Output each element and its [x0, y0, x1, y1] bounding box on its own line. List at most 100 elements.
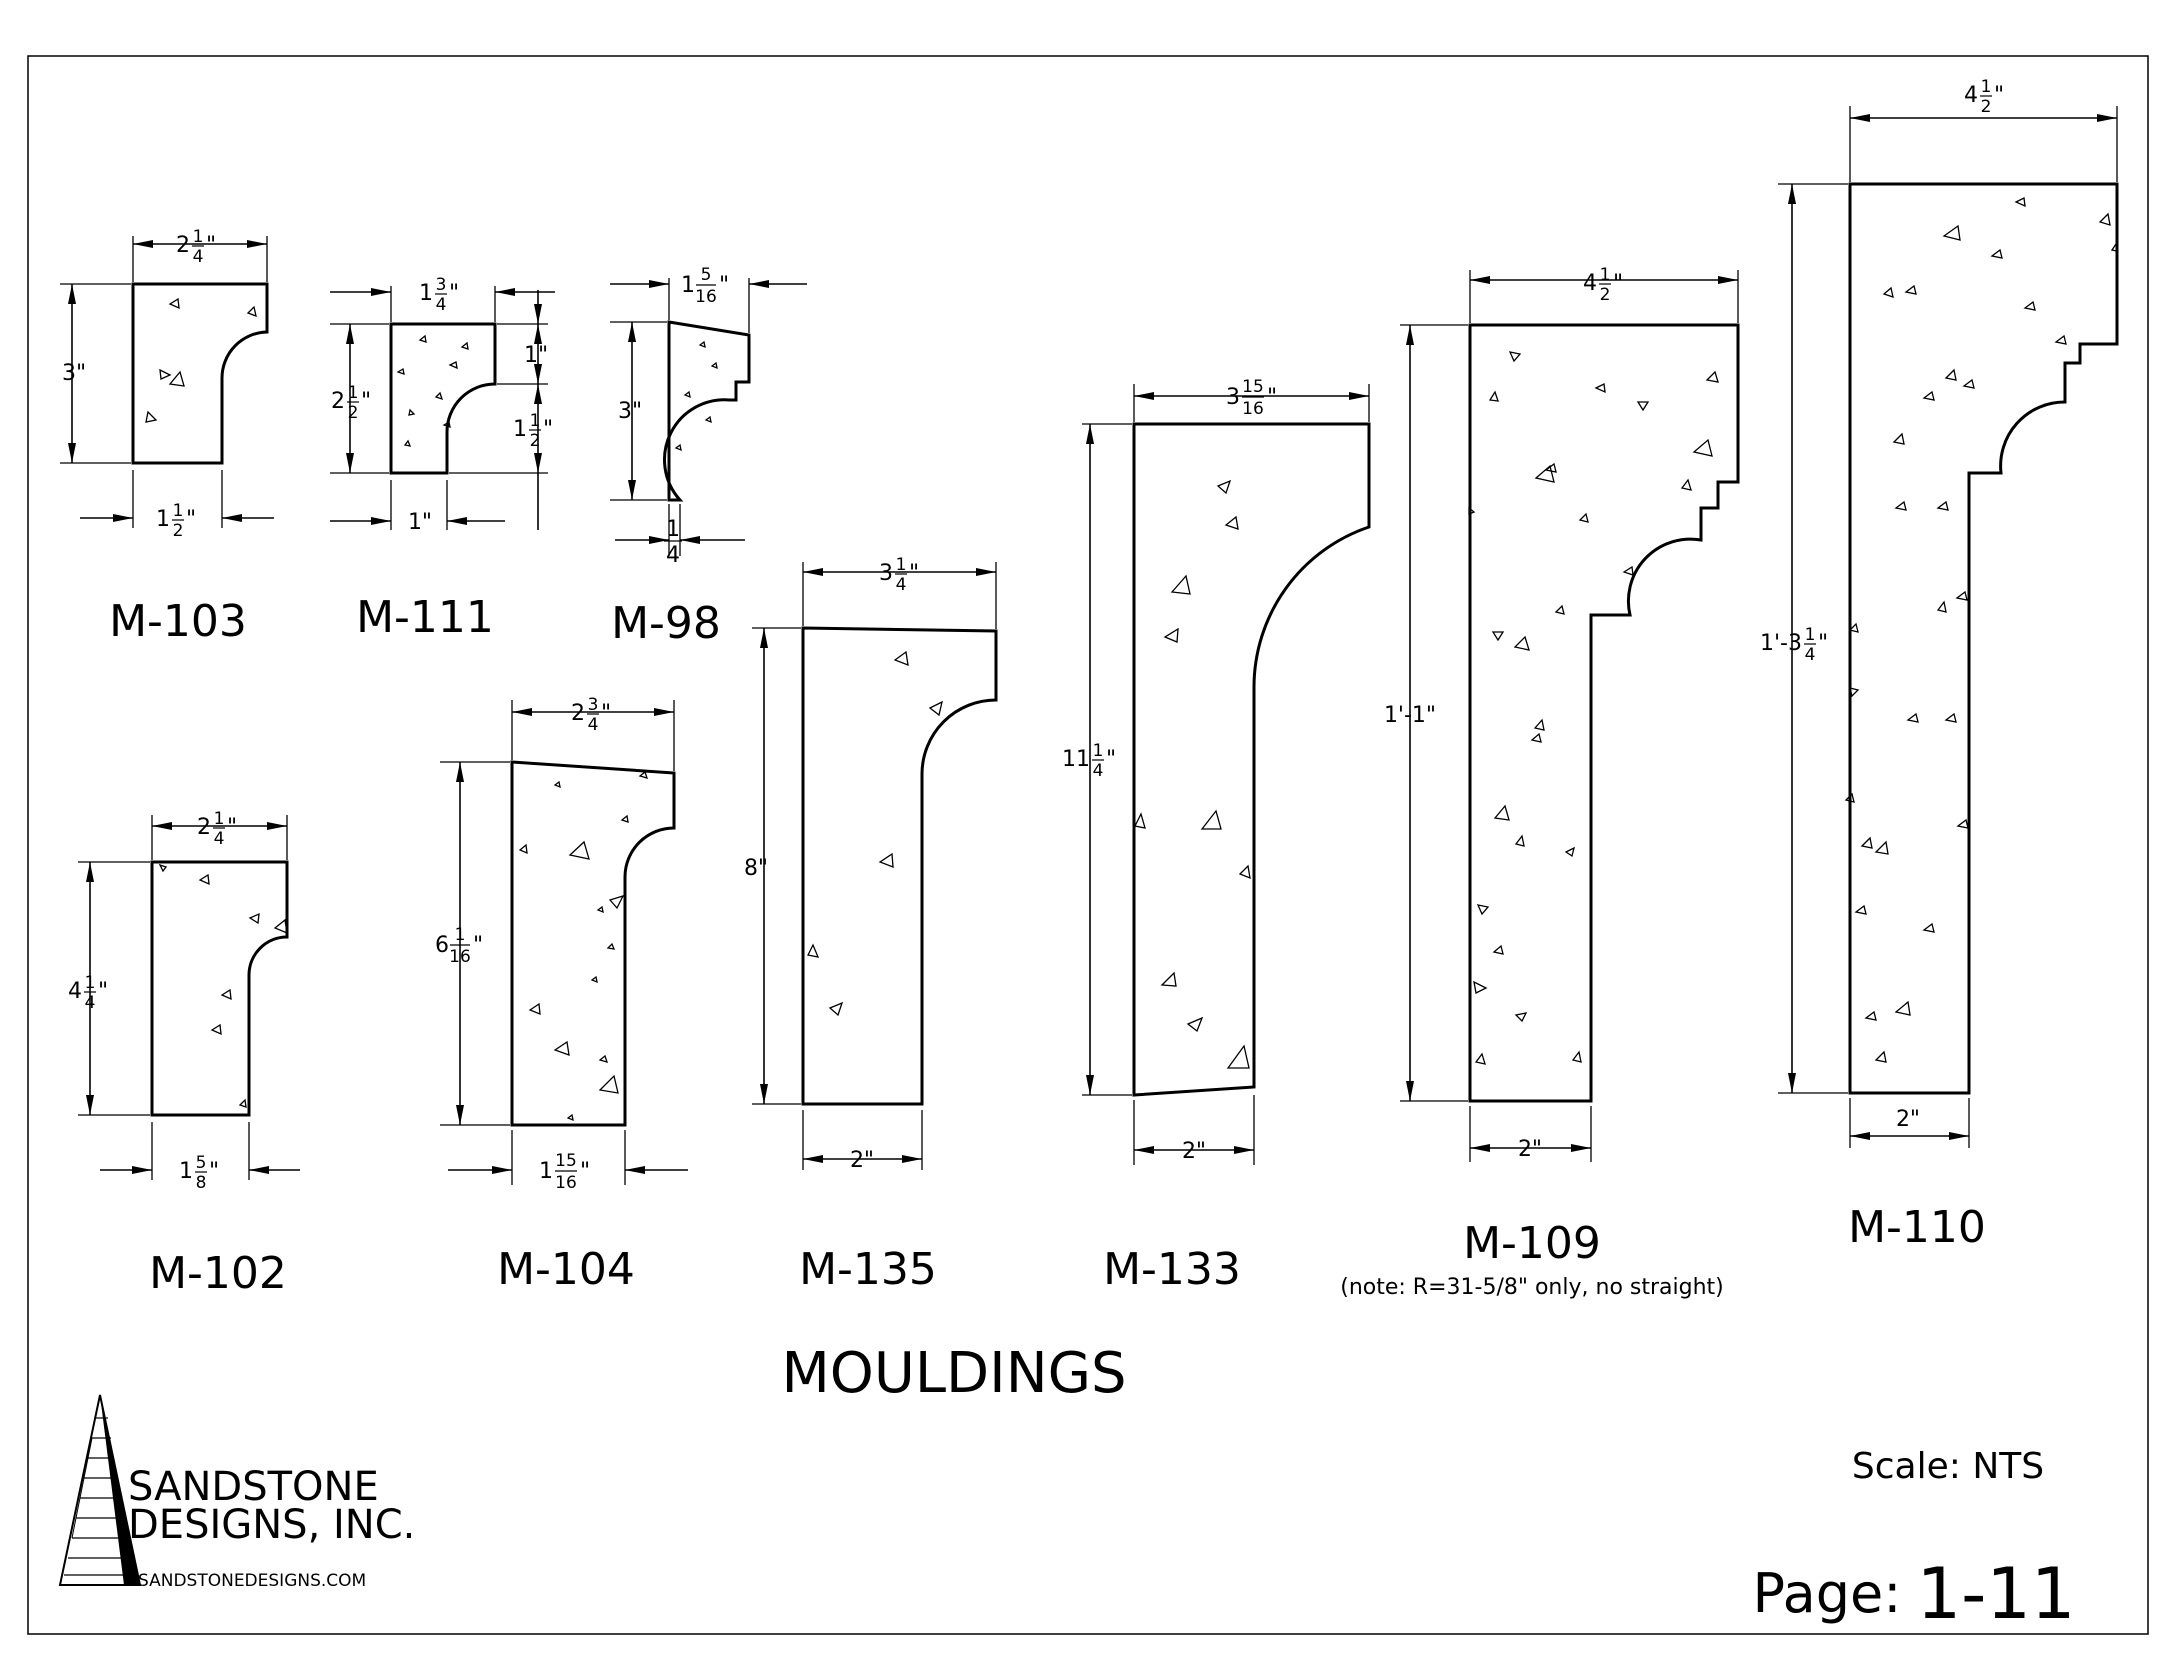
svg-text:1: 1 [530, 411, 541, 431]
svg-text:1: 1 [896, 555, 907, 575]
svg-text:5: 5 [701, 265, 712, 285]
svg-text:": " [719, 273, 729, 298]
company-website: SANDSTONEDESIGNS.COM [138, 1571, 366, 1591]
svg-text:11: 11 [1062, 747, 1090, 772]
svg-text:2: 2 [197, 815, 211, 840]
company-name-line2: DESIGNS, INC. [128, 1502, 415, 1548]
dim-m133-base: 2" [1182, 1139, 1206, 1164]
moulding-m111 [330, 286, 555, 530]
svg-text:": " [1818, 631, 1828, 656]
svg-text:2: 2 [348, 403, 359, 423]
svg-text:1: 1 [539, 1159, 553, 1184]
svg-text:1: 1 [348, 383, 359, 403]
svg-text:1: 1 [666, 517, 680, 542]
svg-text:4: 4 [193, 247, 204, 267]
svg-text:": " [909, 561, 919, 586]
dim-m109-height: 1'-1" [1384, 703, 1436, 728]
dim-m103-height: 3" [62, 361, 86, 386]
svg-text:8: 8 [196, 1173, 207, 1193]
svg-text:2: 2 [1981, 97, 1992, 117]
svg-text:1'-3: 1'-3 [1760, 631, 1802, 656]
svg-text:": " [209, 1159, 219, 1184]
svg-text:3: 3 [879, 561, 893, 586]
label-m104: M-104 [497, 1244, 635, 1295]
svg-text:3: 3 [588, 695, 599, 715]
svg-text:2: 2 [331, 389, 345, 414]
dim-m111-base: 1" [408, 510, 432, 535]
svg-text:1: 1 [1093, 741, 1104, 761]
scale-note: Scale: NTS [1852, 1446, 2044, 1487]
label-m110: M-110 [1848, 1202, 1986, 1253]
moulding-m133 [1082, 384, 1371, 1165]
svg-text:": " [473, 933, 483, 958]
svg-text:": " [449, 281, 459, 306]
svg-text:4: 4 [1093, 761, 1104, 781]
svg-text:4: 4 [85, 993, 96, 1013]
svg-text:1: 1 [85, 973, 96, 993]
page-label: Page: [1753, 1562, 1902, 1625]
label-m102: M-102 [149, 1248, 287, 1299]
svg-text:4: 4 [666, 543, 680, 568]
svg-text:16: 16 [555, 1173, 577, 1193]
company-name-line1: SANDSTONE [128, 1464, 379, 1510]
svg-text:": " [580, 1159, 590, 1184]
svg-text:2: 2 [571, 701, 585, 726]
svg-text:1: 1 [1600, 265, 1611, 285]
label-m135: M-135 [799, 1244, 937, 1295]
svg-text:4: 4 [214, 829, 225, 849]
page-number: 1-11 [1917, 1553, 2076, 1635]
svg-text:1: 1 [179, 1159, 193, 1184]
svg-text:1: 1 [1981, 77, 1992, 97]
moulding-m98 [610, 278, 807, 556]
sheet-title: MOULDINGS [781, 1341, 1126, 1406]
svg-text:": " [543, 417, 553, 442]
moulding-m104 [440, 700, 688, 1185]
svg-text:1: 1 [513, 417, 527, 442]
svg-text:1: 1 [1805, 625, 1816, 645]
svg-text:1: 1 [173, 501, 184, 521]
dim-m110-base: 2" [1896, 1107, 1920, 1132]
svg-text:4: 4 [68, 979, 82, 1004]
label-m109: M-109 [1463, 1218, 1601, 1269]
svg-text:15: 15 [1242, 377, 1264, 397]
dim-m135-height: 8" [744, 856, 768, 881]
svg-text:": " [98, 979, 108, 1004]
svg-text:1: 1 [156, 507, 170, 532]
dim-m109-base: 2" [1518, 1137, 1542, 1162]
svg-text:": " [1994, 83, 2004, 108]
note-m109: (note: R=31-5/8" only, no straight) [1340, 1275, 1724, 1300]
svg-text:16: 16 [449, 947, 471, 967]
label-m103: M-103 [109, 596, 247, 647]
svg-text:1: 1 [419, 281, 433, 306]
svg-text:2: 2 [530, 431, 541, 451]
svg-text:": " [206, 233, 216, 258]
moulding-m102 [78, 815, 300, 1180]
svg-text:6: 6 [435, 933, 449, 958]
dim-m111-top-step: 1" [524, 343, 548, 368]
sheet-border [27, 55, 2149, 1635]
label-m111: M-111 [356, 592, 494, 643]
svg-text:4: 4 [896, 575, 907, 595]
svg-text:1: 1 [681, 273, 695, 298]
svg-text:3: 3 [1226, 385, 1240, 410]
svg-text:2: 2 [173, 521, 184, 541]
svg-text:1: 1 [193, 227, 204, 247]
svg-text:1: 1 [214, 809, 225, 829]
